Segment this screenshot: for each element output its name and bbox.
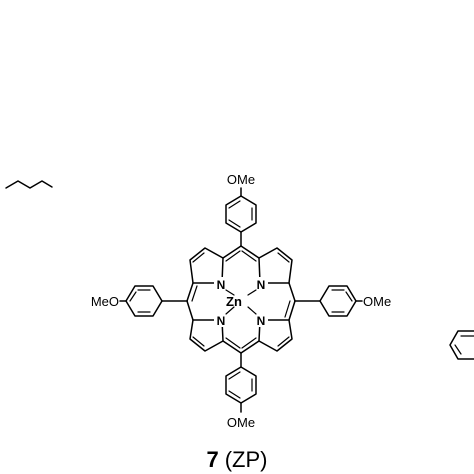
- nitrogen-atom-label: N: [217, 278, 226, 292]
- coordination-bond: [247, 306, 257, 315]
- zinc-atom-label: Zn: [226, 294, 242, 309]
- partial-phenyl-ring: [449, 330, 474, 360]
- compound-abbreviation: (ZP): [225, 447, 268, 472]
- nitrogen-atom-label: N: [257, 314, 266, 328]
- nitrogen-atom-label: N: [217, 314, 226, 328]
- alkyl-chain-fragment: [5, 180, 53, 189]
- right-anisyl-group: OMe: [294, 285, 391, 317]
- top-anisyl-group: OMe: [225, 172, 257, 247]
- compound-caption: 7 (ZP): [206, 447, 267, 472]
- coordination-bond: [225, 289, 235, 296]
- compound-number: 7: [206, 447, 218, 472]
- methoxy-label-left: MeO: [91, 294, 119, 309]
- coordination-bond: [247, 289, 257, 296]
- bottom-anisyl-group: OMe: [225, 352, 257, 430]
- left-anisyl-group: MeO: [91, 285, 188, 317]
- nitrogen-atom-label: N: [257, 278, 266, 292]
- methoxy-label-top: OMe: [227, 172, 255, 187]
- porphyrin-macrocycle: N N N N Zn: [186, 245, 296, 354]
- methoxy-label-bottom: OMe: [227, 415, 255, 430]
- coordination-bond: [225, 306, 235, 315]
- methoxy-label-right: OMe: [363, 294, 391, 309]
